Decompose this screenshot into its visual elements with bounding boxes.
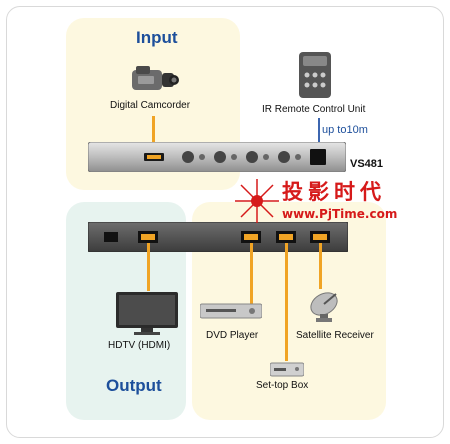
watermark-url: www.PjTime.com [282,207,398,221]
vs481-front-panel [88,142,346,172]
switch-model-label: VS481 [350,158,384,170]
output-title: Output [106,376,162,395]
settop-box-icon [270,362,304,377]
hdtv-label: HDTV (HDMI) [108,340,171,351]
dvd-label: DVD Player [206,330,259,341]
watermark-chinese-text: 投影时代 [282,180,386,204]
satellite-label: Satellite Receiver [296,330,374,341]
camcorder-icon [132,66,179,90]
camcorder-cable [152,116,155,156]
input-title: Input [136,28,178,47]
watermark-logo-icon [235,179,279,223]
hdtv-icon [116,292,178,335]
hdtv-cable [147,243,150,291]
satellite-dish-icon [310,292,338,322]
settop-label: Set-top Box [256,380,309,391]
remote-range-label: up to10m [322,124,368,136]
dvd-cable [250,243,253,305]
dvd-player-icon [200,303,262,319]
settop-cable [285,243,288,361]
vs481-rear-panel [88,222,348,252]
ir-link-line [318,118,320,144]
ir-remote-icon [299,52,331,98]
remote-label: IR Remote Control Unit [262,104,366,115]
camcorder-label: Digital Camcorder [110,100,191,111]
satellite-cable [319,243,322,289]
